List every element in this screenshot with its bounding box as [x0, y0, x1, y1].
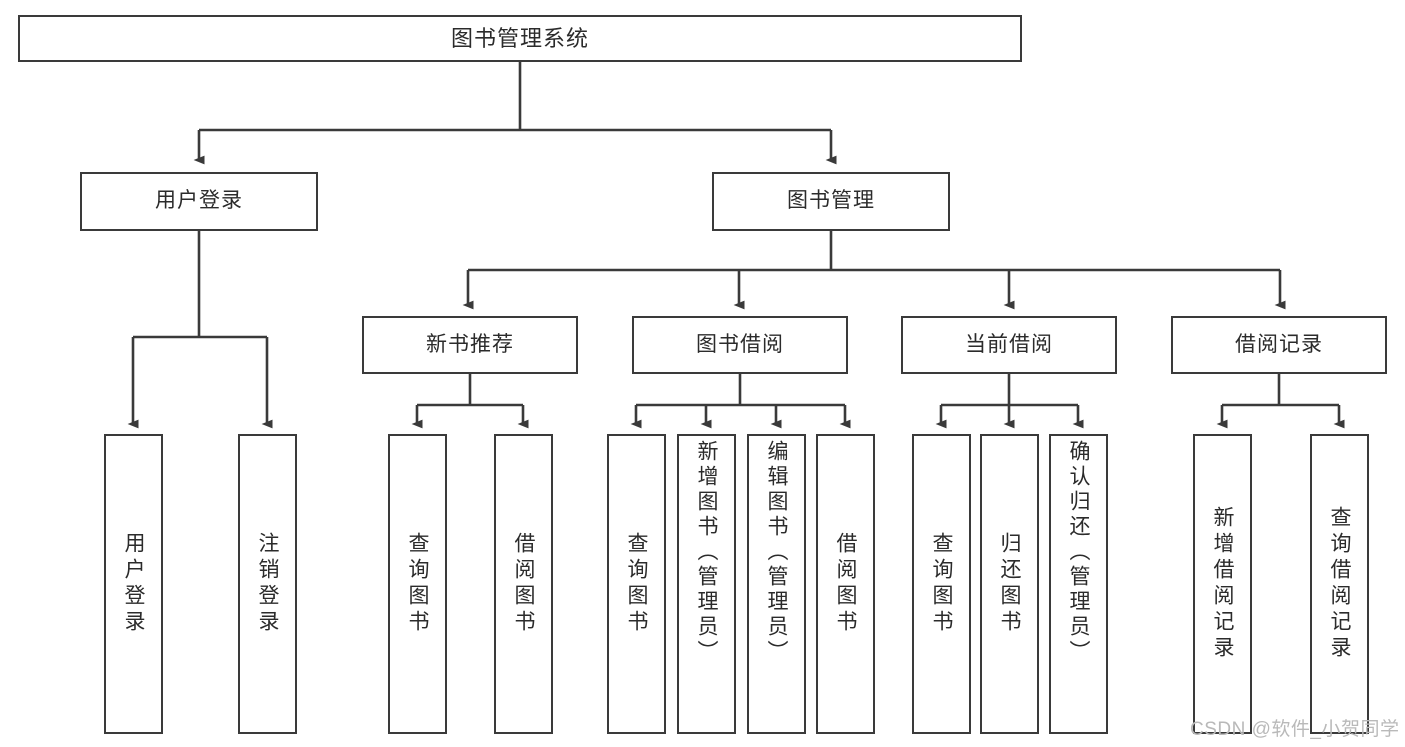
node-leaf-borrow-book-1[interactable]: 借阅图书 — [494, 434, 553, 734]
node-borrow-record[interactable]: 借阅记录 — [1171, 316, 1387, 374]
node-leaf-query-book-1[interactable]: 查询图书 — [388, 434, 447, 734]
node-leaf-borrow-book-2[interactable]: 借阅图书 — [816, 434, 875, 734]
node-leaf-query-book-3-label: 查询图书 — [930, 532, 953, 636]
node-borrow-record-label: 借阅记录 — [1235, 332, 1323, 356]
node-leaf-add-record[interactable]: 新增借阅记录 — [1193, 434, 1252, 734]
node-leaf-query-book-2[interactable]: 查询图书 — [607, 434, 666, 734]
watermark-text: CSDN @软件_小贺同学 — [1190, 719, 1400, 740]
node-leaf-return-book-label: 归还图书 — [998, 532, 1021, 636]
node-new-book-recommend[interactable]: 新书推荐 — [362, 316, 578, 374]
node-leaf-user-login-label: 用户登录 — [122, 532, 145, 636]
node-new-book-recommend-label: 新书推荐 — [426, 332, 514, 356]
node-leaf-query-book-3[interactable]: 查询图书 — [912, 434, 971, 734]
node-leaf-confirm-return[interactable]: 确认归还（管理员） — [1049, 434, 1108, 734]
node-leaf-borrow-book-2-label: 借阅图书 — [834, 532, 857, 636]
node-leaf-add-record-label: 新增借阅记录 — [1211, 506, 1234, 662]
node-leaf-confirm-return-label: 确认归还（管理员） — [1067, 440, 1090, 665]
node-leaf-query-book-2-label: 查询图书 — [625, 532, 648, 636]
node-book-manage-label: 图书管理 — [787, 189, 875, 213]
node-book-borrow[interactable]: 图书借阅 — [632, 316, 848, 374]
node-leaf-add-book-label: 新增图书（管理员） — [695, 440, 718, 665]
node-leaf-logout[interactable]: 注销登录 — [238, 434, 297, 734]
node-root[interactable]: 图书管理系统 — [18, 15, 1022, 62]
node-leaf-edit-book[interactable]: 编辑图书（管理员） — [747, 434, 806, 734]
node-leaf-add-book[interactable]: 新增图书（管理员） — [677, 434, 736, 734]
node-leaf-borrow-book-1-label: 借阅图书 — [512, 532, 535, 636]
node-user-login-label: 用户登录 — [155, 189, 243, 213]
node-leaf-return-book[interactable]: 归还图书 — [980, 434, 1039, 734]
node-current-borrow[interactable]: 当前借阅 — [901, 316, 1117, 374]
node-book-manage[interactable]: 图书管理 — [712, 172, 950, 231]
node-root-label: 图书管理系统 — [450, 25, 589, 51]
node-leaf-query-record-label: 查询借阅记录 — [1328, 506, 1351, 662]
node-leaf-user-login[interactable]: 用户登录 — [104, 434, 163, 734]
node-leaf-query-book-1-label: 查询图书 — [406, 532, 429, 636]
node-leaf-edit-book-label: 编辑图书（管理员） — [765, 440, 788, 665]
node-book-borrow-label: 图书借阅 — [696, 332, 784, 356]
node-leaf-logout-label: 注销登录 — [256, 532, 279, 636]
node-leaf-query-record[interactable]: 查询借阅记录 — [1310, 434, 1369, 734]
node-current-borrow-label: 当前借阅 — [965, 332, 1053, 356]
node-user-login[interactable]: 用户登录 — [80, 172, 318, 231]
